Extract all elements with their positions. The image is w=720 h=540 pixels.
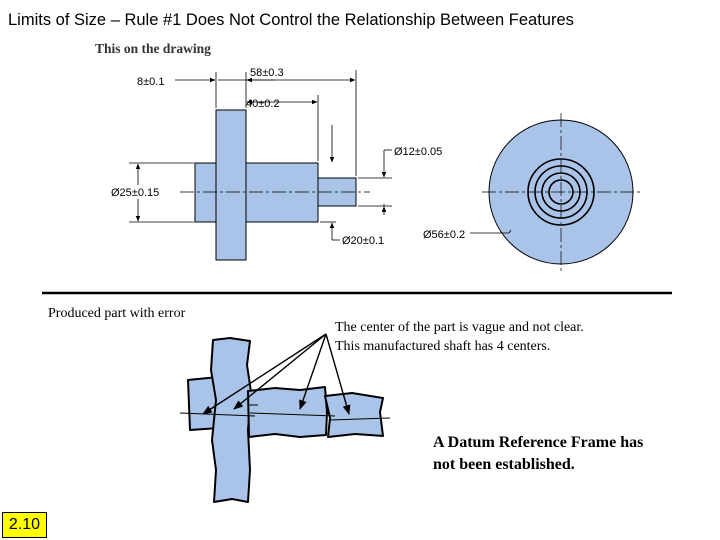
datum-note: A Datum Reference Frame has not been est…	[433, 432, 643, 476]
center-note-line1: The center of the part is vague and not …	[335, 320, 584, 335]
end-view: Ø56±0.2	[423, 113, 640, 271]
produced-part-label: Produced part with error	[48, 306, 186, 321]
dim-overall-length: 58±0.3	[218, 67, 357, 176]
dim-overall-length-label: 58±0.3	[250, 67, 284, 79]
center-note: The center of the part is vague and not …	[335, 318, 584, 356]
drawing-caption: This on the drawing	[95, 41, 211, 56]
dim-hub-diameter: Ø20±0.1	[320, 125, 384, 247]
dim-hub-diameter-label: Ø20±0.1	[342, 235, 384, 247]
datum-note-line1: A Datum Reference Frame has	[433, 434, 644, 451]
slide-title: Limits of Size – Rule #1 Does Not Contro…	[8, 11, 574, 29]
center-arrows	[202, 333, 351, 415]
center-note-line2: This manufactured shaft has 4 centers.	[335, 339, 551, 354]
produced-part	[187, 337, 384, 503]
dim-flange-diameter-label: Ø25±0.15	[111, 187, 159, 199]
produced-center-lines	[179, 404, 391, 421]
dim-flange-diameter: Ø25±0.15	[111, 162, 194, 223]
dim-hub-length-label: 40±0.2	[246, 98, 280, 110]
dim-hub-length: 40±0.2	[246, 95, 319, 161]
slide-number: 2.10	[2, 512, 47, 538]
datum-note-line2: not been established.	[433, 456, 575, 473]
dim-flange-thickness-label: 8±0.1	[137, 76, 164, 88]
side-view	[180, 109, 370, 261]
dim-small-diameter-label: Ø12±0.05	[394, 146, 442, 158]
dim-end-view-diameter-label: Ø56±0.2	[423, 229, 465, 241]
dim-small-diameter: Ø12±0.05	[358, 146, 442, 215]
